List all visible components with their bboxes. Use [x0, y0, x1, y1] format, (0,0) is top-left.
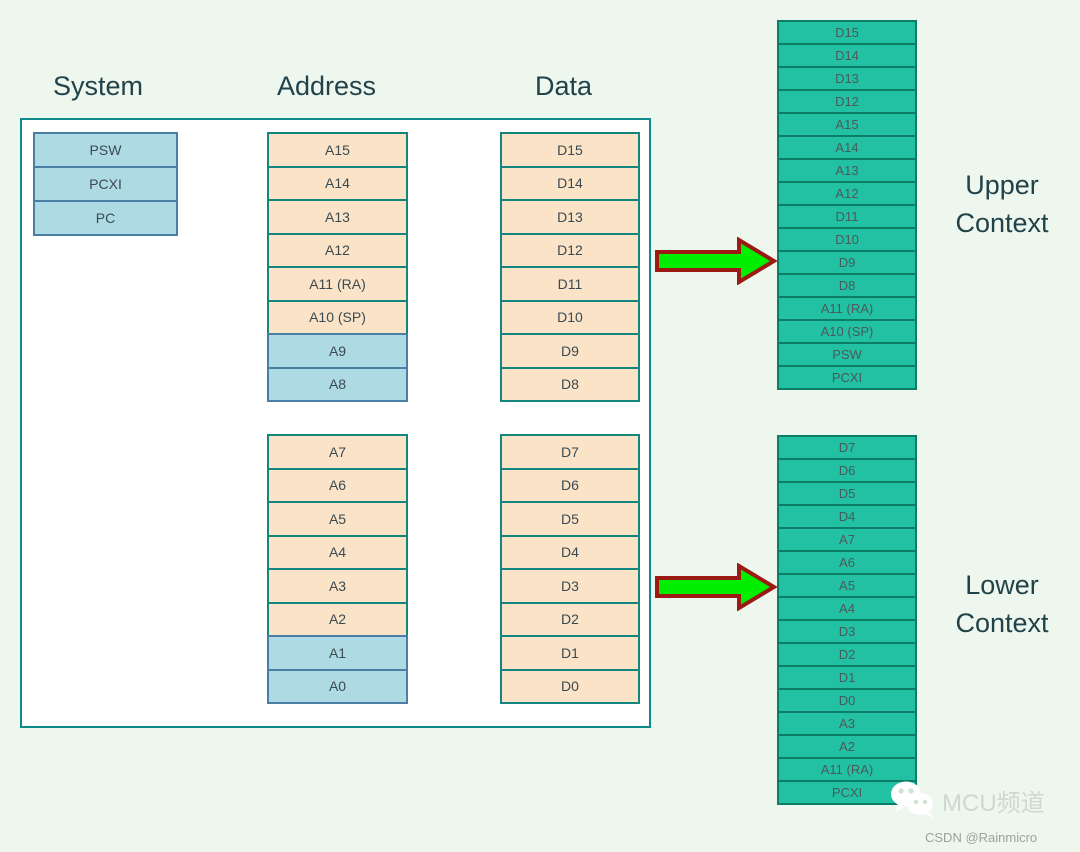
save-lower-context-arrow	[655, 562, 778, 616]
register-cell: A4	[267, 534, 408, 570]
register-cell: D10	[500, 299, 640, 335]
register-cell: A3	[267, 568, 408, 604]
register-cell: A7	[777, 527, 917, 552]
register-cell: PCXI	[777, 365, 917, 390]
register-cell: A2	[267, 601, 408, 637]
register-cell: A11 (RA)	[777, 296, 917, 321]
upper-context-label-line2: Context	[955, 208, 1049, 239]
register-cell: A15	[267, 132, 408, 168]
register-cell: D6	[777, 458, 917, 483]
register-cell: D8	[777, 273, 917, 298]
register-cell: A4	[777, 596, 917, 621]
register-cell: A12	[777, 181, 917, 206]
register-cell: D15	[777, 20, 917, 45]
register-cell: D14	[500, 165, 640, 201]
register-cell: A8	[267, 366, 408, 402]
register-cell: D13	[500, 199, 640, 235]
register-cell: D2	[500, 601, 640, 637]
page-title-data: Data	[535, 71, 593, 101]
register-cell: D3	[500, 568, 640, 604]
register-cell: PCXI	[777, 780, 917, 805]
register-cell: A6	[777, 550, 917, 575]
lower-context-label-line1: Lower	[965, 570, 1039, 600]
register-cell: A5	[777, 573, 917, 598]
credit-text: CSDN @Rainmicro	[925, 830, 1038, 845]
register-cell: D13	[777, 66, 917, 91]
watermark-text: MCU频道	[942, 790, 1045, 817]
register-cell: D7	[777, 435, 917, 460]
register-cell: A9	[267, 333, 408, 369]
register-cell: D4	[500, 534, 640, 570]
register-cell: D14	[777, 43, 917, 68]
register-cell: A15	[777, 112, 917, 137]
register-cell: D2	[777, 642, 917, 667]
register-cell: D11	[777, 204, 917, 229]
register-cell: D5	[500, 501, 640, 537]
register-cell: D9	[500, 333, 640, 369]
register-cell: PC	[33, 200, 178, 236]
register-cell: PCXI	[33, 166, 178, 202]
register-cell: D12	[777, 89, 917, 114]
register-cell: A14	[777, 135, 917, 160]
register-cell: A14	[267, 165, 408, 201]
save-upper-context-arrow	[655, 236, 778, 290]
register-cell: D1	[777, 665, 917, 690]
register-cell: D10	[777, 227, 917, 252]
upper-context-label: Upper Context	[922, 166, 1080, 243]
register-cell: D4	[777, 504, 917, 529]
register-cell: D15	[500, 132, 640, 168]
register-cell: A3	[777, 711, 917, 736]
register-cell: A5	[267, 501, 408, 537]
lower-context-label-line2: Context	[955, 608, 1049, 639]
upper-context-label-line1: Upper	[965, 170, 1039, 200]
register-cell: D9	[777, 250, 917, 275]
register-cell: D1	[500, 635, 640, 671]
register-cell: D5	[777, 481, 917, 506]
register-cell: A12	[267, 232, 408, 268]
register-cell: A11 (RA)	[267, 266, 408, 302]
register-cell: A0	[267, 668, 408, 704]
page-title-system: System	[53, 71, 144, 101]
register-cell: PSW	[777, 342, 917, 367]
register-cell: D11	[500, 266, 640, 302]
register-cell: A1	[267, 635, 408, 671]
register-cell: A13	[267, 199, 408, 235]
register-cell: A7	[267, 434, 408, 470]
page-title-address: Address	[277, 71, 377, 101]
register-cell: A11 (RA)	[777, 757, 917, 782]
register-cell: A10 (SP)	[267, 299, 408, 335]
register-cell: A6	[267, 467, 408, 503]
register-cell: D7	[500, 434, 640, 470]
register-cell: D8	[500, 366, 640, 402]
register-cell: D6	[500, 467, 640, 503]
register-cell: D0	[777, 688, 917, 713]
register-cell: PSW	[33, 132, 178, 168]
lower-context-label: Lower Context	[922, 566, 1080, 643]
register-cell: D12	[500, 232, 640, 268]
register-cell: A13	[777, 158, 917, 183]
register-cell: D0	[500, 668, 640, 704]
register-cell: D3	[777, 619, 917, 644]
register-cell: A10 (SP)	[777, 319, 917, 344]
register-cell: A2	[777, 734, 917, 759]
